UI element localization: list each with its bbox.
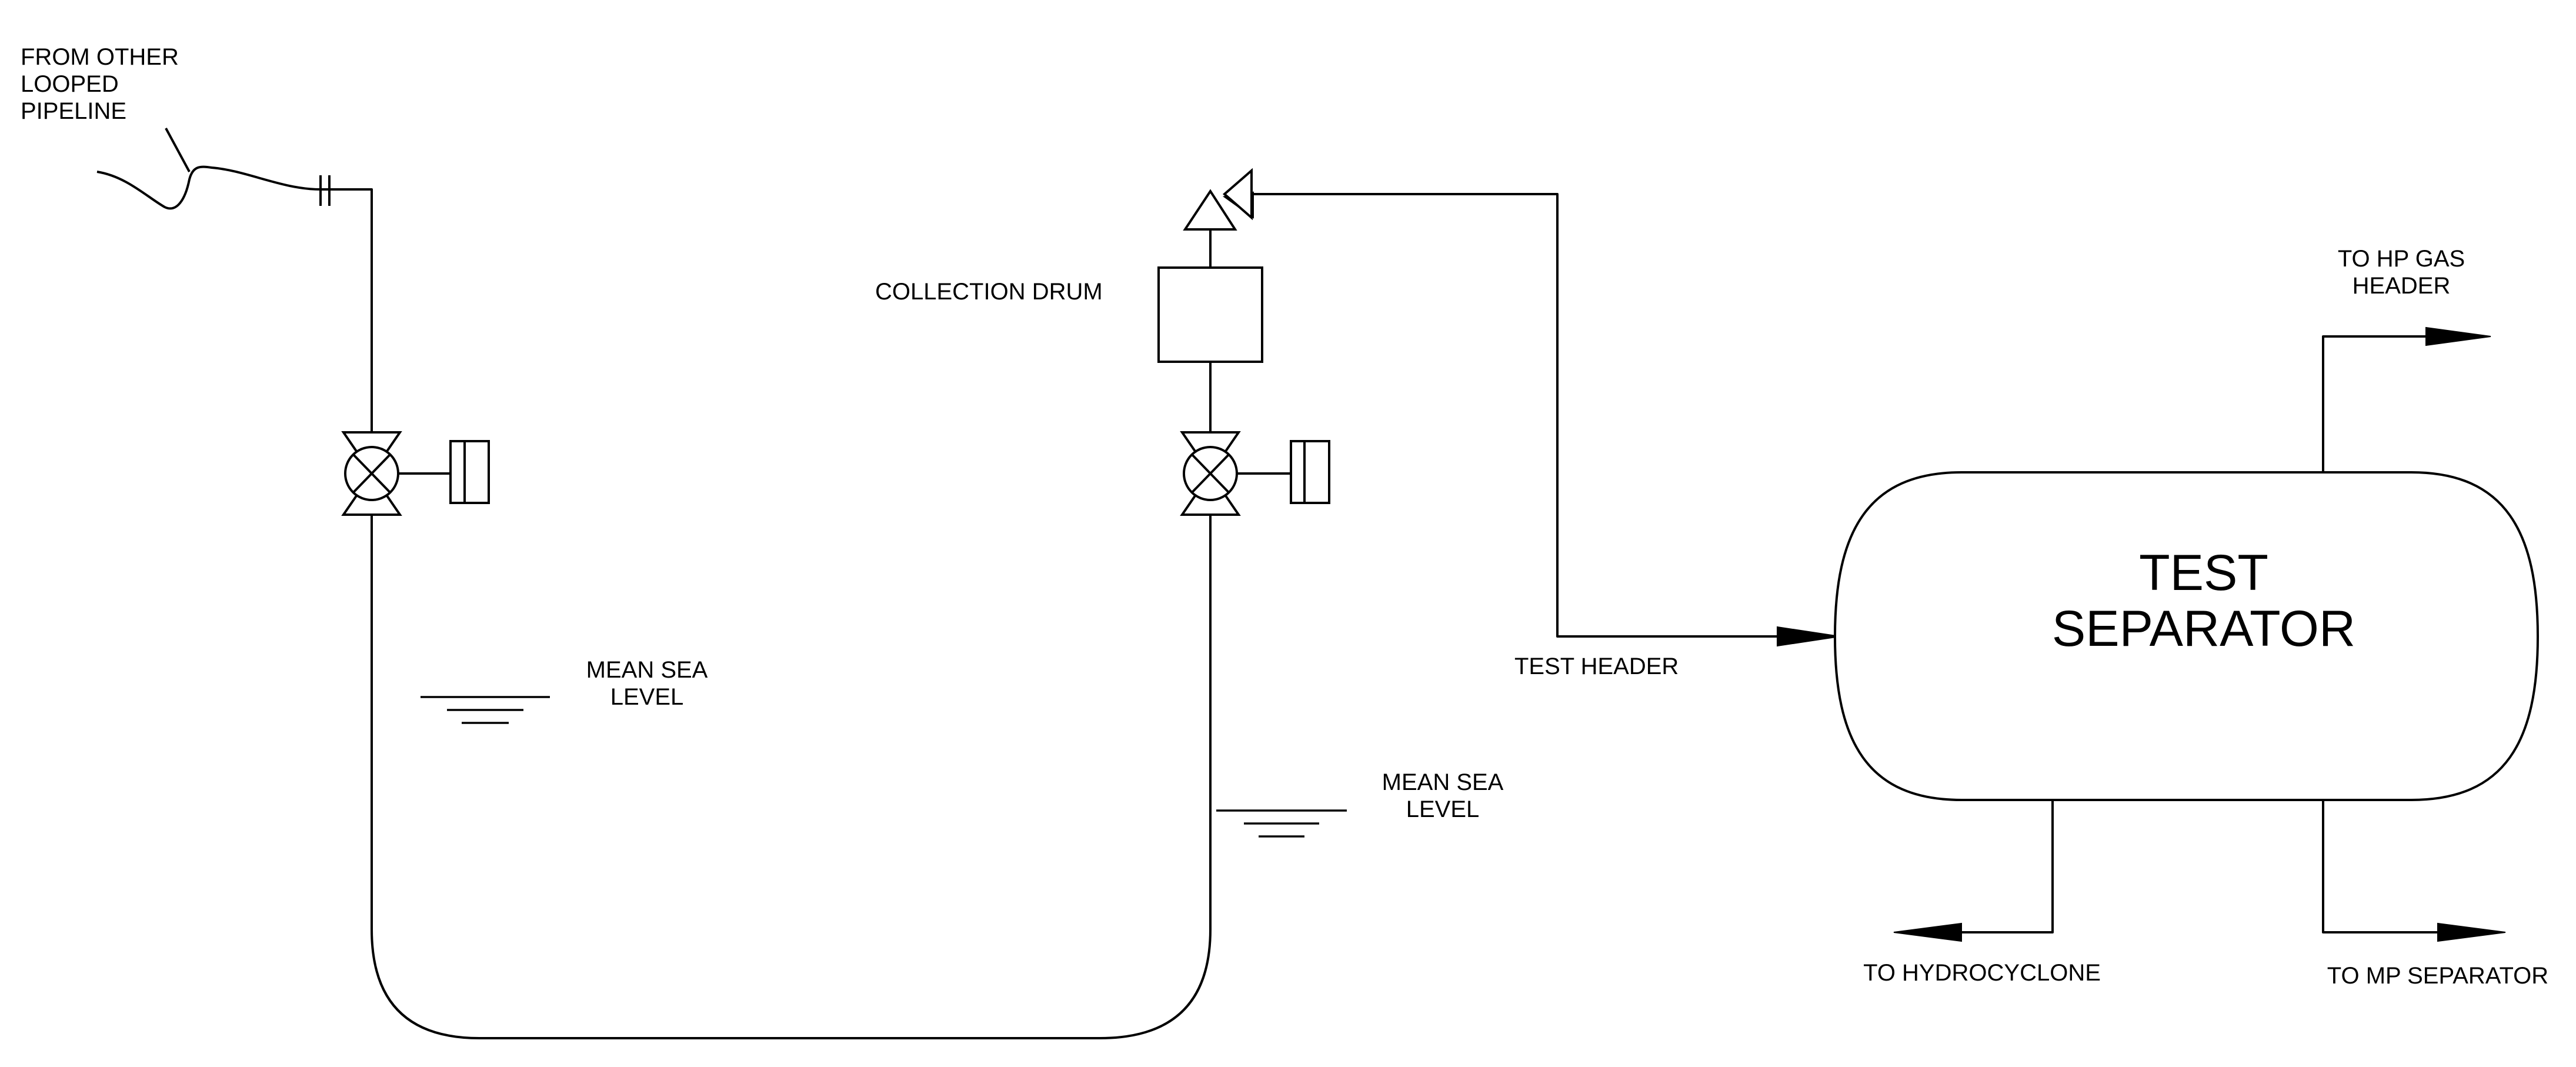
hp-gas-header-label-1: TO HP GAS bbox=[2338, 246, 2465, 272]
from-other-pipeline-label-2: LOOPED bbox=[21, 71, 119, 97]
collection-drum bbox=[1157, 266, 1263, 363]
separator-title-line-1: TEST bbox=[2139, 545, 2268, 601]
mp-separator-line bbox=[2322, 800, 2441, 933]
mp-separator-arrow-icon bbox=[2437, 922, 2506, 942]
right-valve-icon bbox=[1180, 431, 1330, 516]
mp-separator-label: TO MP SEPARATOR bbox=[2327, 963, 2548, 989]
from-other-pipeline-label-3: PIPELINE bbox=[21, 98, 126, 124]
separator-title-line-2: SEPARATOR bbox=[2052, 601, 2355, 657]
hydrocyclone-arrow-icon bbox=[1893, 922, 1962, 942]
hp-gas-header-label-2: HEADER bbox=[2353, 273, 2451, 299]
test-header-arrow-icon bbox=[1777, 626, 1840, 647]
mean-sea-level-right-label-2: LEVEL bbox=[1406, 796, 1480, 822]
hp-gas-arrow-icon bbox=[2425, 326, 2491, 346]
collection-drum-label: COLLECTION DRUM bbox=[875, 279, 1103, 305]
hp-gas-line bbox=[2322, 335, 2429, 472]
mean-sea-level-left-label-2: LEVEL bbox=[610, 684, 684, 710]
reducer-icon bbox=[1183, 168, 1254, 231]
test-header-line bbox=[1252, 193, 1777, 638]
mean-sea-level-left-label-1: MEAN SEA bbox=[586, 657, 708, 683]
sea-level-right-icon bbox=[1216, 809, 1347, 838]
pipeline-leader-line bbox=[165, 128, 191, 172]
hydrocyclone-label: TO HYDROCYCLONE bbox=[1863, 960, 2101, 986]
flange-icon bbox=[319, 175, 331, 206]
pipeline-break-line bbox=[96, 165, 321, 210]
hydrocyclone-line bbox=[1961, 800, 2054, 933]
test-separator-vessel bbox=[1833, 471, 2540, 801]
left-valve-icon bbox=[341, 431, 490, 516]
sea-level-left-icon bbox=[421, 696, 550, 724]
test-header-label: TEST HEADER bbox=[1514, 653, 1679, 679]
mean-sea-level-right-label-1: MEAN SEA bbox=[1382, 769, 1504, 795]
pipeline-loop bbox=[329, 188, 1212, 1039]
from-other-pipeline-label-1: FROM OTHER bbox=[21, 44, 179, 70]
